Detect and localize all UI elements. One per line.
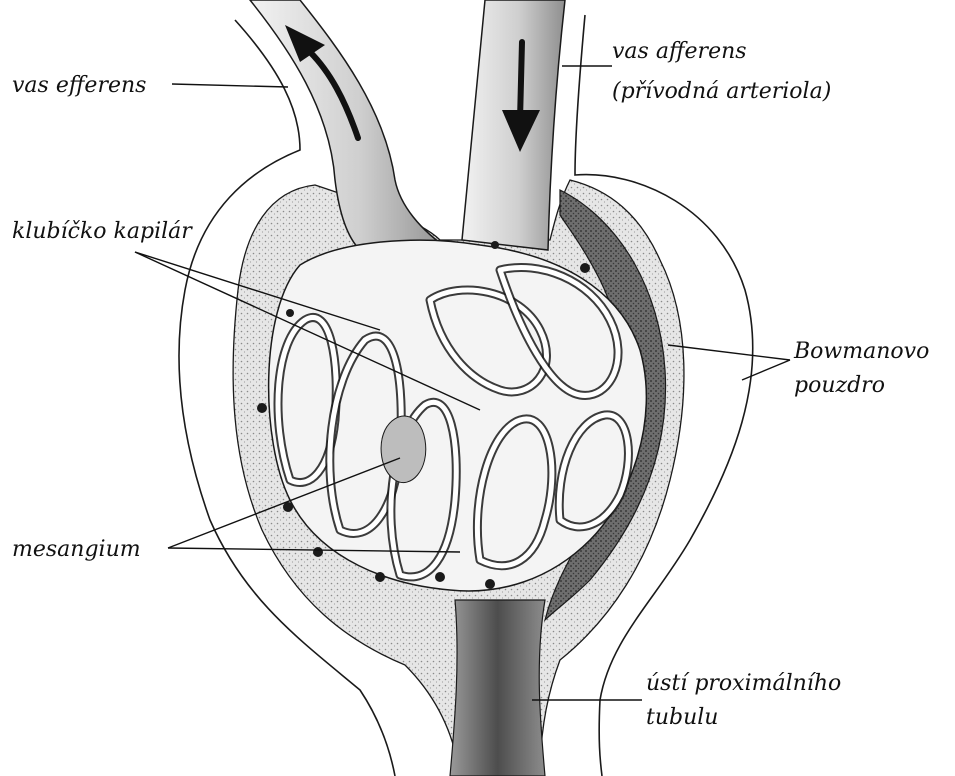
label-usti-proximalniho: ústí proximálního — [646, 671, 841, 696]
label-mesangium: mesangium — [12, 537, 141, 562]
podocyte-nucleus — [286, 309, 294, 317]
podocyte-nucleus — [485, 579, 495, 589]
label-privodna-arteriola: (přívodná arteriola) — [612, 79, 831, 104]
podocyte-nucleus — [491, 241, 499, 249]
podocyte-nucleus — [257, 403, 267, 413]
label-vas-efferens: vas efferens — [12, 73, 146, 98]
label-pouzdro: pouzdro — [794, 373, 885, 398]
podocyte-nucleus — [375, 572, 385, 582]
leader-bowman-2 — [742, 360, 790, 380]
label-vas-afferens: vas afferens — [612, 39, 747, 64]
label-klubicko-kapilar: klubíčko kapilár — [12, 219, 193, 244]
label-bowmanovo: Bowmanovo — [793, 339, 929, 364]
leader-bowman-1 — [668, 345, 790, 360]
podocyte-nucleus — [580, 263, 590, 273]
podocyte-nucleus — [313, 547, 323, 557]
leader-vas-efferens — [172, 84, 288, 87]
mesangium-region — [381, 416, 426, 483]
proximal-tubule — [450, 600, 545, 776]
label-tubulu: tubulu — [646, 705, 718, 730]
podocyte-nucleus — [435, 572, 445, 582]
